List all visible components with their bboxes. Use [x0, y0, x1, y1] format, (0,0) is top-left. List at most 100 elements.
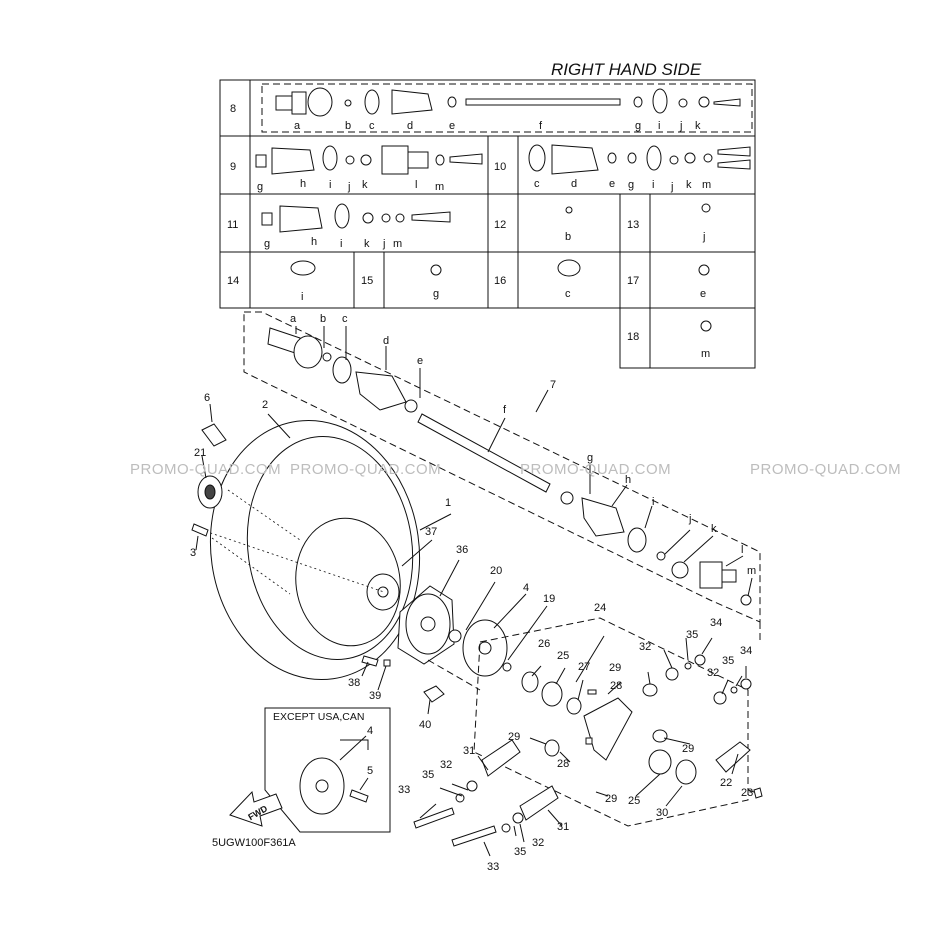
kit-letter: j — [382, 238, 385, 250]
kit-letter: b — [565, 231, 571, 243]
watermark-text: PROMO-QUAD.COM — [750, 461, 901, 478]
callout: 33 — [487, 861, 499, 873]
kit-number: 10 — [494, 161, 506, 173]
callout: 1 — [445, 497, 451, 509]
kit-number: 14 — [227, 275, 239, 287]
callout: 35 — [422, 769, 434, 781]
shaft-letter: h — [625, 474, 631, 486]
shaft-letter: i — [652, 496, 654, 508]
kit-letter: c — [534, 178, 540, 190]
kit-letter: d — [571, 178, 577, 190]
kit-letter: f — [539, 120, 543, 132]
kit-letter: m — [702, 179, 711, 191]
callout: 7 — [550, 379, 556, 391]
callout: 29 — [609, 662, 621, 674]
shaft-letter: m — [747, 565, 756, 577]
callout: 38 — [348, 677, 360, 689]
kit-letter: e — [449, 120, 455, 132]
callout-numbers: 1 2 3 4 6 19 20 21 22 23 24 25 25 26 27 … — [190, 392, 753, 873]
kit-letter: e — [609, 178, 615, 190]
kit-letter: m — [701, 348, 710, 360]
callout: 20 — [490, 565, 502, 577]
kit-number: 9 — [230, 161, 236, 173]
kit-table: 8 9 10 11 12 13 14 15 16 17 18 — [219, 79, 756, 369]
callout: 39 — [369, 690, 381, 702]
kit-number: 16 — [494, 275, 506, 287]
callout: 32 — [707, 667, 719, 679]
kit-letter: a — [294, 120, 301, 132]
shaft-letter: d — [383, 335, 389, 347]
kit-8-parts — [275, 87, 741, 117]
kit-letter: k — [695, 120, 701, 132]
kit-letter: j — [702, 231, 705, 243]
callout: 31 — [463, 745, 475, 757]
shaft-letter: e — [417, 355, 423, 367]
callout: 30 — [656, 807, 668, 819]
watermark-text: PROMO-QUAD.COM — [130, 461, 281, 478]
wheel-tire — [195, 413, 452, 681]
watermark: PROMO-QUAD.COM PROMO-QUAD.COM PROMO-QUAD… — [130, 461, 901, 478]
kit-letter: b — [345, 120, 351, 132]
callout: 31 — [557, 821, 569, 833]
swing-arm-assembly — [413, 617, 763, 857]
callout: 32 — [532, 837, 544, 849]
callout: 24 — [594, 602, 606, 614]
callout: 32 — [440, 759, 452, 771]
kit-letter: c — [369, 120, 375, 132]
kit-letter: m — [435, 181, 444, 193]
callout: 29 — [682, 743, 694, 755]
callout: 34 — [740, 645, 752, 657]
shaft-letter: b — [320, 313, 326, 325]
inset-title: EXCEPT USA,CAN — [273, 711, 364, 723]
callout: 27 — [578, 661, 590, 673]
callout: 35 — [722, 655, 734, 667]
shaft-letter: k — [711, 523, 717, 535]
callout: 23 — [741, 787, 753, 799]
callout: 19 — [543, 593, 555, 605]
kit-number: 8 — [230, 103, 236, 115]
callout: 34 — [710, 617, 722, 629]
kit-letter: g — [264, 238, 270, 250]
kit-letter: i — [301, 291, 303, 303]
kit-letter: g — [635, 120, 641, 132]
callout: 2 — [262, 399, 268, 411]
callout: 5 — [367, 765, 373, 777]
callout: 22 — [720, 777, 732, 789]
callout: 35 — [686, 629, 698, 641]
kit-letter: e — [700, 288, 706, 300]
callout: 4 — [523, 582, 529, 594]
callout: 25 — [628, 795, 640, 807]
callout: 36 — [456, 544, 468, 556]
watermark-text: PROMO-QUAD.COM — [520, 461, 671, 478]
kit-number: 18 — [627, 331, 639, 343]
callout: 28 — [610, 680, 622, 692]
inset-except-usa-can: EXCEPT USA,CAN 4 5 FWD — [229, 707, 391, 833]
callout: 21 — [194, 447, 206, 459]
kit-letter: i — [652, 179, 654, 191]
kit-letter: i — [658, 120, 660, 132]
callout: 35 — [514, 846, 526, 858]
kit-letter: j — [347, 181, 350, 193]
kit-letter: h — [311, 236, 317, 248]
kit-letter: g — [257, 181, 263, 193]
kit-letter: g — [628, 179, 634, 191]
kit-letter: i — [340, 238, 342, 250]
callout: 3 — [190, 547, 196, 559]
kit-letter: c — [565, 288, 571, 300]
kit-letter: k — [362, 179, 368, 191]
kit-number: 17 — [627, 275, 639, 287]
shaft-letter: l — [741, 544, 743, 556]
watermark-text: PROMO-QUAD.COM — [290, 461, 441, 478]
callout: 32 — [639, 641, 651, 653]
kit-letter: k — [364, 238, 370, 250]
kit-number: 15 — [361, 275, 373, 287]
kit-letter: i — [329, 179, 331, 191]
callout: 40 — [419, 719, 431, 731]
shaft-letter: f — [503, 404, 507, 416]
shaft-letter: c — [342, 313, 348, 325]
callout: 37 — [425, 526, 437, 538]
kit-letter: l — [415, 179, 417, 191]
fwd-arrow-icon: FWD — [229, 790, 283, 827]
callout: 28 — [557, 758, 569, 770]
